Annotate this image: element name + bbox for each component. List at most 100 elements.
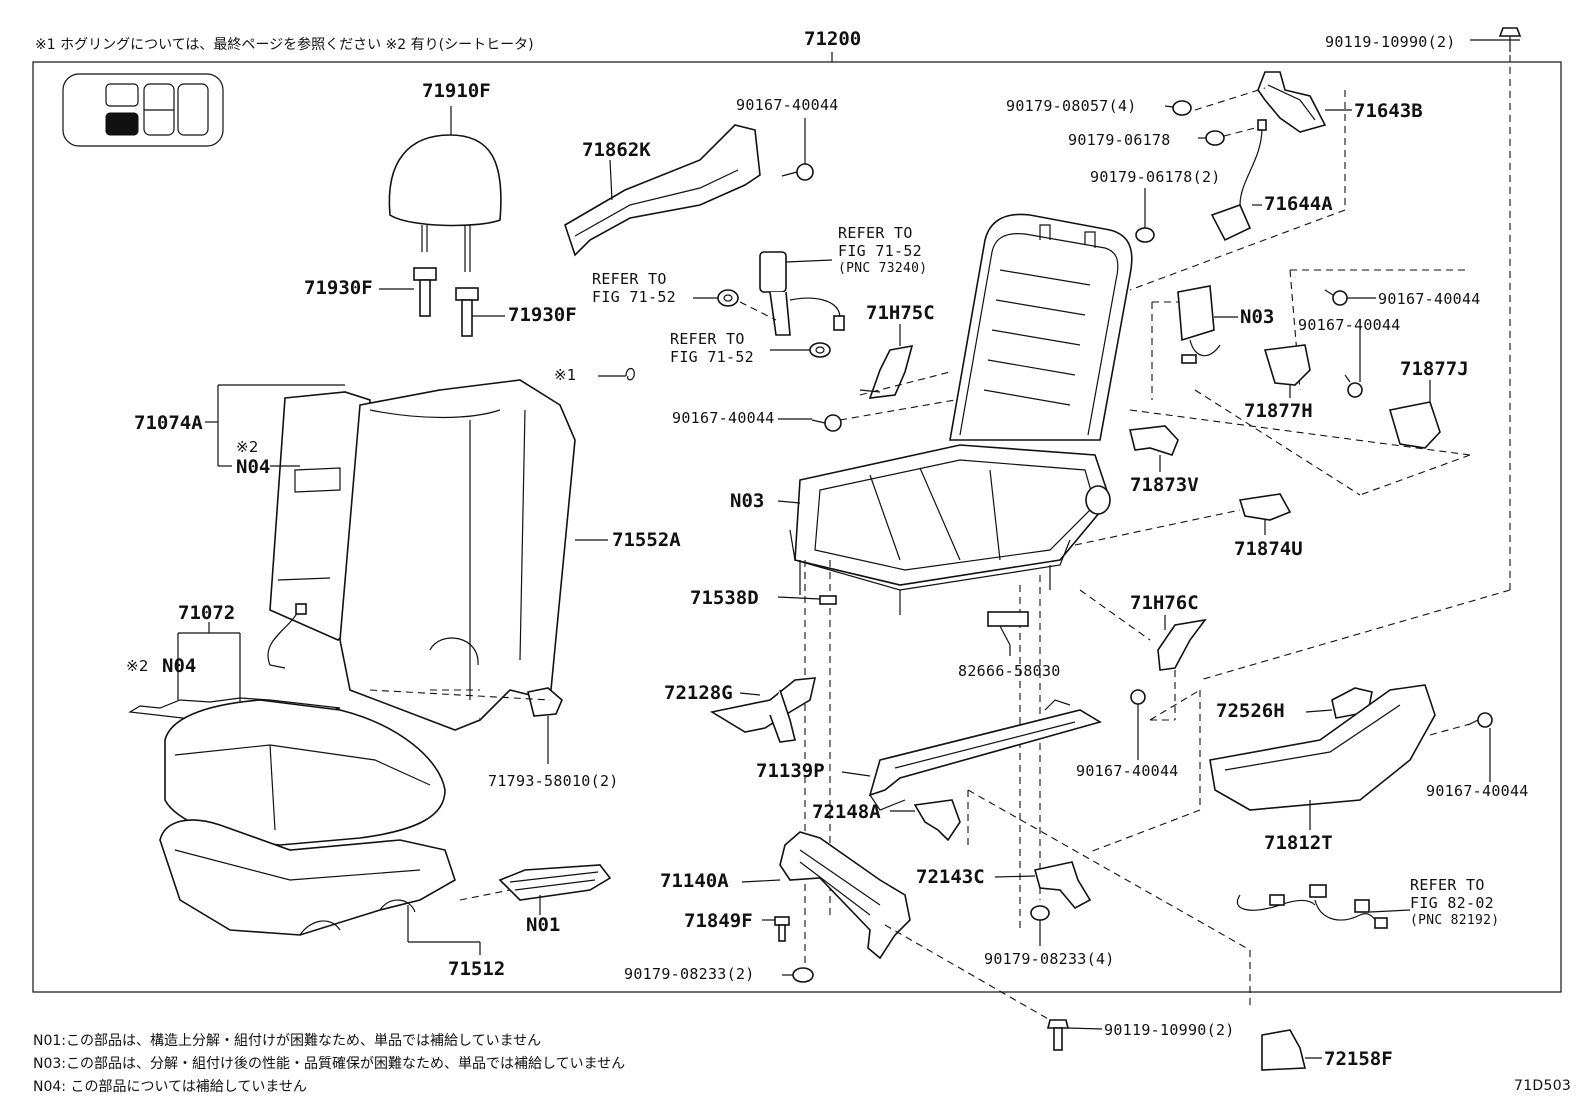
recliner-illustration	[1257, 71, 1352, 133]
part-label[interactable]: 71H76C	[1130, 592, 1199, 614]
heater-mark: ※2	[236, 438, 259, 456]
seatback-cover-illustration	[339, 379, 608, 731]
refer-note: REFER TO FIG 71-52	[670, 330, 754, 366]
nut-icon	[1135, 188, 1155, 243]
part-label[interactable]: 72143C	[916, 866, 985, 888]
part-label[interactable]: 71072	[178, 602, 236, 624]
part-label[interactable]: 71H75C	[866, 302, 935, 324]
main-part-number[interactable]: 71200	[804, 28, 862, 50]
part-label[interactable]: 90179-08233(4)	[984, 950, 1115, 968]
part-label[interactable]: 71910F	[422, 80, 491, 102]
cover-illustration	[1238, 493, 1292, 535]
part-label[interactable]: 90167-40044	[672, 409, 775, 427]
header-note: ※1 ホグリングについては、最終ページを参照ください ※2 有り(シートヒータ)	[35, 37, 534, 53]
bracket-illustration	[994, 861, 1092, 910]
bolt-icon	[781, 118, 814, 181]
part-label[interactable]: 71512	[448, 958, 506, 980]
pad-icon	[777, 595, 837, 605]
refer-note: REFER TO FIG 82-02 (PNC 82192)	[1410, 876, 1499, 930]
part-label: N03	[730, 490, 765, 512]
nut-icon	[1198, 127, 1256, 146]
part-label[interactable]: 72158F	[1324, 1048, 1393, 1070]
cover-illustration	[859, 324, 951, 399]
refer-line[interactable]: FIG 71-52	[838, 242, 922, 260]
footnote-n04: N04: この部品については補給していません	[33, 1079, 307, 1095]
refer-line: REFER TO	[1410, 876, 1485, 894]
refer-line[interactable]: FIG 71-52	[592, 288, 676, 306]
part-label[interactable]: 71849F	[684, 910, 753, 932]
bolt-icon	[778, 399, 956, 432]
sensor-illustration	[987, 611, 1029, 656]
refer-line[interactable]: FIG 71-52	[670, 348, 754, 366]
part-label[interactable]: 90167-40044	[1378, 290, 1481, 308]
cable-illustration	[1210, 119, 1267, 242]
refer-line: REFER TO	[838, 224, 913, 242]
seat-rail-illustration	[741, 831, 911, 960]
seat-position-icon	[62, 73, 224, 147]
part-label[interactable]: 71552A	[612, 529, 681, 551]
footnote-n01: N01:この部品は、構造上分解・組付けが困難なため、単品では補給していません	[33, 1033, 542, 1049]
shield-illustration	[1209, 684, 1436, 830]
figure-id: 71D503	[1514, 1078, 1572, 1094]
part-label[interactable]: 90167-40044	[1298, 316, 1401, 334]
part-label[interactable]: 90119-10990(2)	[1104, 1021, 1235, 1039]
headrest-illustration	[388, 106, 502, 272]
heater-mat-illustration	[459, 864, 612, 915]
nut-icon	[782, 967, 814, 983]
bolt-icon	[1344, 330, 1363, 398]
part-label[interactable]: 71538D	[690, 587, 759, 609]
refer-line: REFER TO	[670, 330, 745, 348]
part-label[interactable]: 71930F	[508, 304, 577, 326]
wire-harness-illustration	[1236, 884, 1411, 929]
part-label[interactable]: 71873V	[1130, 474, 1199, 496]
bolt-icon	[1046, 1019, 1103, 1051]
nut-icon	[1030, 905, 1050, 946]
part-label[interactable]: 90179-08233(2)	[624, 965, 755, 983]
part-label: N04	[236, 456, 271, 478]
part-label[interactable]: 71877H	[1244, 400, 1313, 422]
cover-illustration	[1129, 425, 1179, 472]
bolt-icon	[1470, 27, 1522, 52]
refer-line: (PNC 73240)	[838, 261, 928, 276]
headrest-support-illustration	[379, 267, 505, 337]
part-label[interactable]: 71812T	[1264, 832, 1333, 854]
part-label[interactable]: 71644A	[1264, 193, 1333, 215]
part-label[interactable]: 90167-40044	[1076, 762, 1179, 780]
part-label[interactable]: 71793-58010(2)	[488, 772, 619, 790]
part-label[interactable]: 90167-40044	[736, 96, 839, 114]
part-label[interactable]: 71643B	[1354, 100, 1423, 122]
part-label[interactable]: 72128G	[664, 682, 733, 704]
part-label[interactable]: 71877J	[1400, 358, 1469, 380]
part-label[interactable]: 71074A	[134, 412, 203, 434]
nut-icon	[1164, 100, 1192, 116]
bolt-icon	[1130, 689, 1146, 760]
part-label[interactable]: 90179-06178	[1068, 131, 1171, 149]
part-label[interactable]: 72148A	[812, 801, 881, 823]
part-label[interactable]: 90119-10990(2)	[1325, 33, 1456, 51]
part-label[interactable]: 90179-06178(2)	[1090, 168, 1221, 186]
seat-rail-illustration	[841, 699, 1103, 811]
part-label[interactable]: 71874U	[1234, 538, 1303, 560]
footnote-n03: N03:この部品は、分解・組付け後の性能・品質確保が困難なため、単品では補給して…	[33, 1056, 626, 1072]
diagram-frame	[32, 61, 1562, 993]
part-label[interactable]: 82666-58030	[958, 662, 1061, 680]
bracket-illustration	[890, 799, 961, 842]
part-label: N04	[162, 655, 197, 677]
part-label[interactable]: 90167-40044	[1426, 782, 1529, 800]
refer-line[interactable]: FIG 82-02	[1410, 894, 1494, 912]
clip-illustration	[527, 687, 563, 764]
side-airbag-illustration	[1177, 285, 1238, 364]
part-label[interactable]: 71862K	[582, 139, 651, 161]
part-label[interactable]: 90179-08057(4)	[1006, 97, 1137, 115]
seat-frame-illustration	[777, 213, 1133, 615]
bolt-icon	[762, 916, 790, 942]
cover-illustration	[1388, 380, 1441, 449]
part-label[interactable]: 71930F	[304, 277, 373, 299]
refer-line: REFER TO	[592, 270, 667, 288]
part-label[interactable]: 71140A	[660, 870, 729, 892]
shield-illustration	[564, 124, 761, 257]
part-label[interactable]: 71139P	[756, 760, 825, 782]
part-label[interactable]: 72526H	[1216, 700, 1285, 722]
cover-illustration	[1157, 615, 1207, 671]
